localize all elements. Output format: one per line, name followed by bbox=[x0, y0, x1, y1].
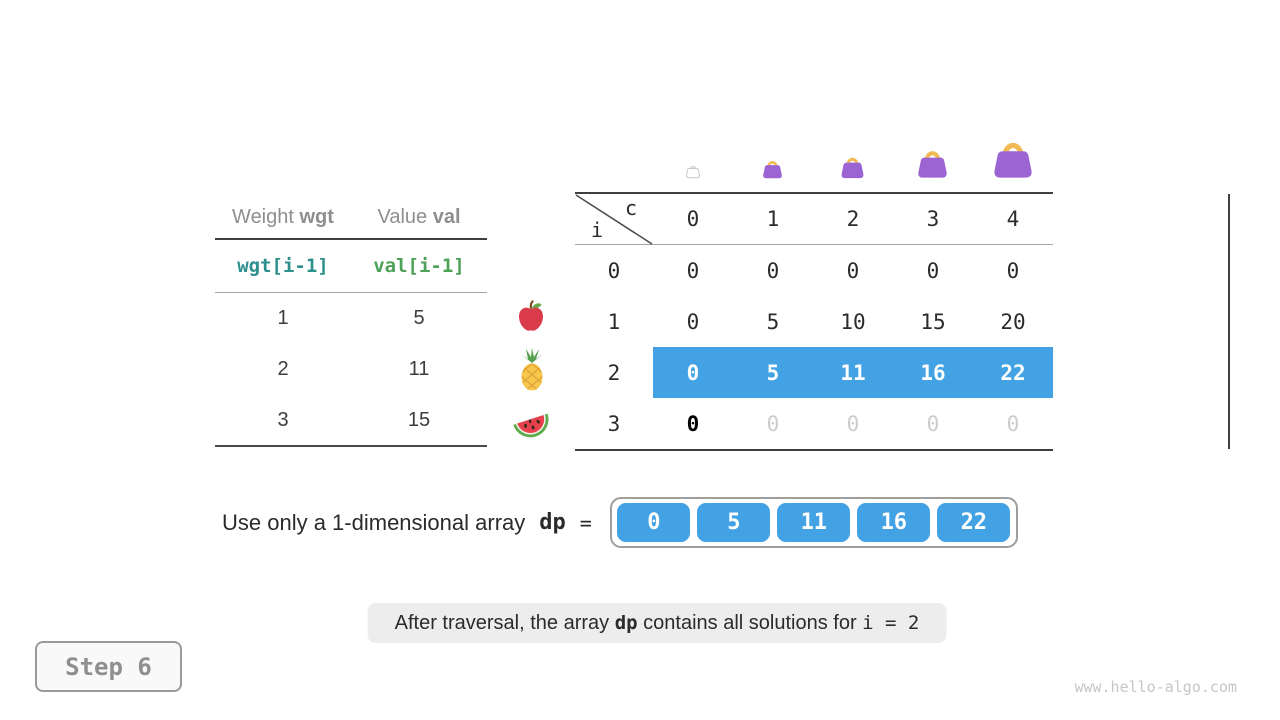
row-header-3: 3 bbox=[607, 411, 621, 436]
corner-diagonal-line bbox=[575, 194, 653, 245]
dp-table-header-row: c i 0 1 2 3 4 bbox=[575, 194, 1053, 245]
dp-array-element-1: 5 bbox=[697, 503, 771, 542]
col-header-2: 2 bbox=[846, 207, 860, 231]
dp-cell-2-1: 5 bbox=[766, 360, 780, 385]
items-table-row-1: 1 5 bbox=[277, 307, 425, 329]
items-table-header: Weight wgt Value val bbox=[215, 196, 487, 240]
row-header-0: 0 bbox=[607, 258, 621, 283]
pineapple-icon bbox=[514, 348, 550, 397]
dp-table-vertical-divider bbox=[1228, 194, 1230, 449]
dp-array-element-0: 0 bbox=[617, 503, 691, 542]
items-table-row-3: 3 15 bbox=[215, 395, 487, 447]
dp-cell-2-2: 11 bbox=[840, 360, 866, 385]
corner-col-var: c bbox=[624, 196, 637, 220]
dp-row-0: 0 0 0 0 0 0 bbox=[575, 245, 1053, 296]
footer-url: www.hello-algo.com bbox=[1074, 678, 1237, 696]
bag-icon-capacity-0 bbox=[685, 162, 701, 184]
wgt-index-expr: wgt[i-1] bbox=[237, 255, 329, 277]
dp-cell-0-4: 0 bbox=[1006, 258, 1020, 283]
dp-cell-0-0: 0 bbox=[686, 258, 700, 283]
items-table: Weight wgt Value val wgt[i-1] val[i-1] 1… bbox=[215, 196, 487, 447]
dp-cell-3-1: 0 bbox=[766, 411, 780, 436]
dp-array-label: Use only a 1-dimensional array bbox=[222, 509, 526, 535]
dp-cell-2-3: 16 bbox=[920, 360, 946, 385]
dp-array-variable: dp bbox=[539, 510, 566, 535]
col-header-1: 1 bbox=[766, 207, 780, 231]
col-header-4: 4 bbox=[1006, 207, 1020, 231]
watermelon-icon bbox=[510, 402, 552, 447]
apple-icon bbox=[515, 299, 547, 338]
bag-icon-capacity-1 bbox=[761, 157, 784, 184]
dp-cell-0-1: 0 bbox=[766, 258, 780, 283]
dp-cell-3-4: 0 bbox=[1006, 411, 1020, 436]
caption-banner: After traversal, the array dp contains a… bbox=[367, 603, 947, 643]
dp-table: c i 0 1 2 3 4 0 0 0 0 0 0 1 bbox=[575, 192, 1230, 451]
dp-array-section: Use only a 1-dimensional array dp = 0 5 … bbox=[222, 497, 1018, 548]
row-header-1: 1 bbox=[607, 309, 621, 334]
dp-cell-1-1: 5 bbox=[766, 309, 780, 334]
dp-table-corner-cell: c i bbox=[575, 194, 653, 245]
dp-cell-1-3: 15 bbox=[920, 309, 946, 334]
dp-cell-0-3: 0 bbox=[926, 258, 940, 283]
val-index-expr: val[i-1] bbox=[373, 255, 465, 277]
bag-icon-capacity-4 bbox=[990, 135, 1036, 184]
dp-cell-3-3: 0 bbox=[926, 411, 940, 436]
bag-icon-capacity-3 bbox=[915, 145, 950, 184]
dp-array-element-2: 11 bbox=[777, 503, 851, 542]
col-header-0: 0 bbox=[686, 207, 700, 231]
dp-cell-2-4: 22 bbox=[1000, 360, 1026, 385]
corner-row-var: i bbox=[591, 218, 604, 242]
dp-cell-3-0: 0 bbox=[686, 411, 700, 436]
weight-column-header: Weight wgt bbox=[232, 205, 334, 228]
items-table-index-row: wgt[i-1] val[i-1] bbox=[215, 240, 487, 293]
step-badge: Step 6 bbox=[35, 641, 182, 692]
dp-array-element-3: 16 bbox=[857, 503, 931, 542]
dp-cell-1-0: 0 bbox=[686, 309, 700, 334]
dp-row-2-highlighted: 2 0 5 11 16 22 bbox=[575, 347, 1053, 398]
value-column-header: Value val bbox=[377, 205, 461, 228]
caption-i-equals-code: i = 2 bbox=[862, 612, 920, 634]
dp-row-3: 3 0 0 0 0 0 bbox=[575, 398, 1053, 449]
dp-col-headers: 0 1 2 3 4 bbox=[653, 194, 1053, 244]
col-header-3: 3 bbox=[926, 207, 940, 231]
dp-array-element-4: 22 bbox=[937, 503, 1011, 542]
bag-icon-capacity-2 bbox=[839, 153, 866, 184]
items-table-row-2: 2 11 bbox=[277, 358, 430, 380]
highlighted-row-cells: 0 5 11 16 22 bbox=[653, 347, 1053, 398]
row-header-2: 2 bbox=[607, 360, 621, 385]
dp-cell-1-2: 10 bbox=[840, 309, 866, 334]
dp-cell-1-4: 20 bbox=[1000, 309, 1026, 334]
caption-dp-code: dp bbox=[614, 612, 638, 634]
dp-row-1: 1 0 5 10 15 20 bbox=[575, 296, 1053, 347]
equals-sign: = bbox=[579, 510, 592, 535]
dp-array-box: 0 5 11 16 22 bbox=[609, 497, 1018, 548]
dp-cell-3-2: 0 bbox=[846, 411, 860, 436]
dp-cell-2-0: 0 bbox=[686, 360, 700, 385]
dp-cell-0-2: 0 bbox=[846, 258, 860, 283]
